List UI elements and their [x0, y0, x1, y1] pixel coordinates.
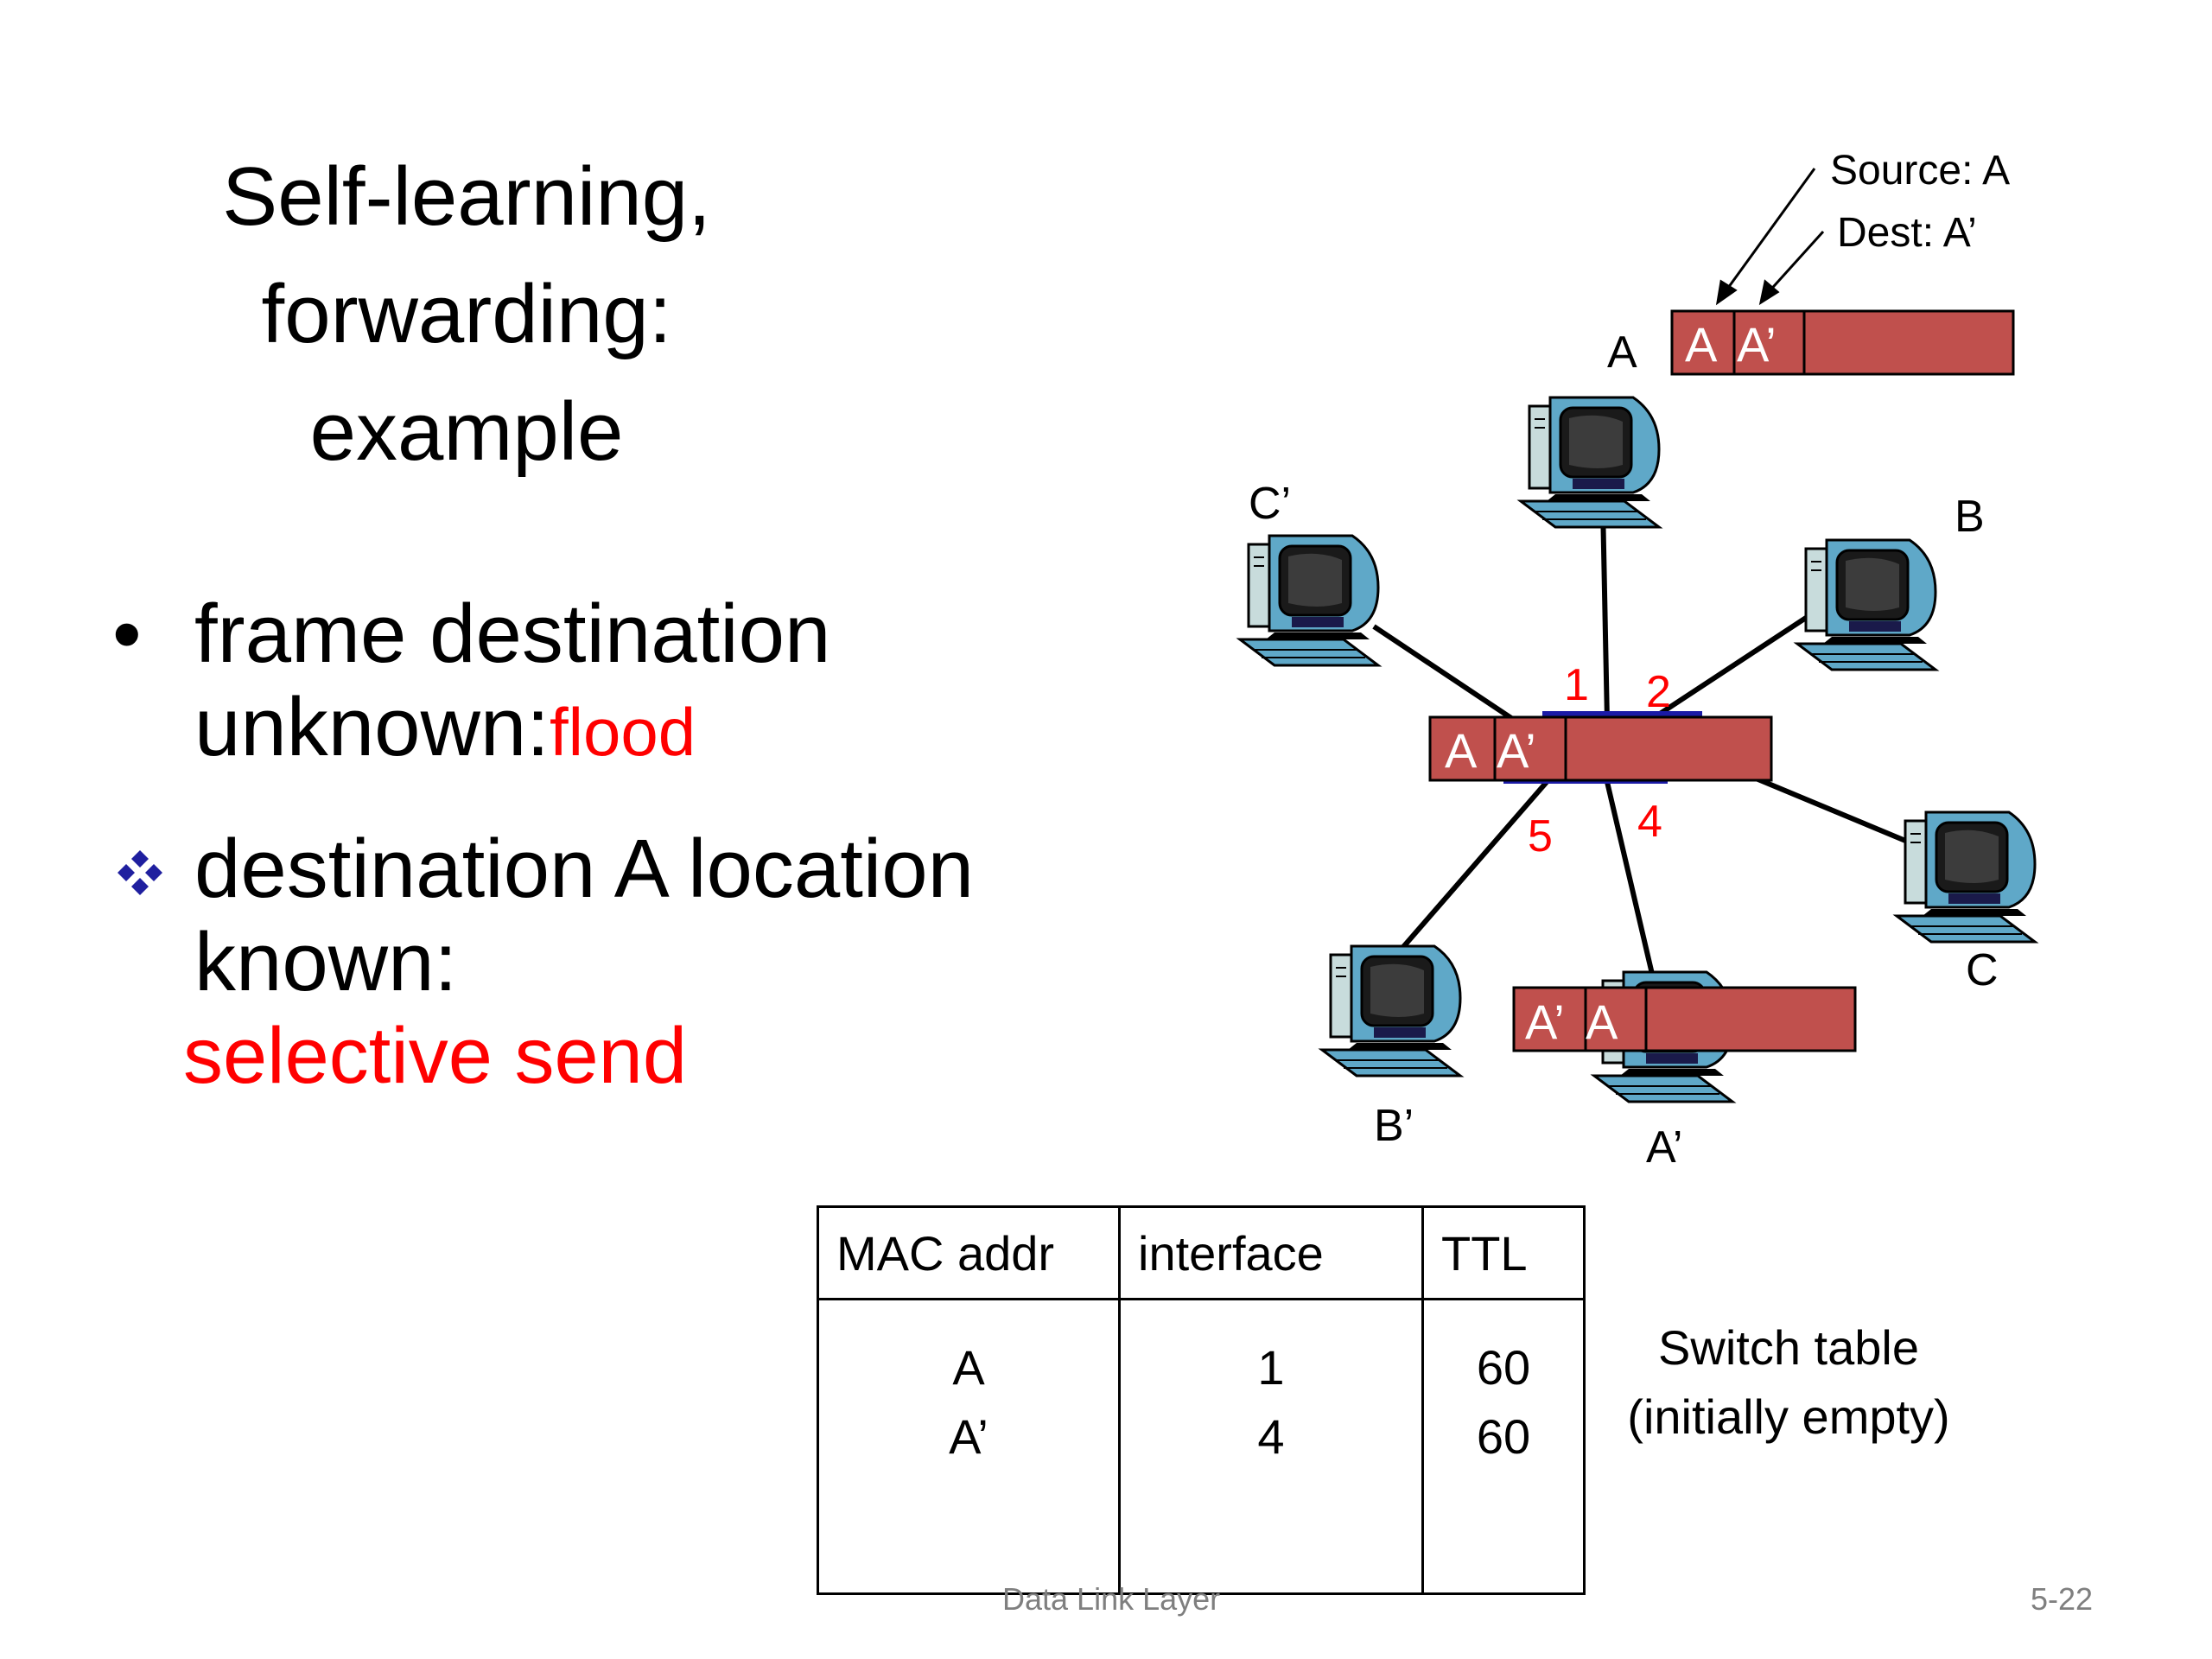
host-a-icon [1519, 396, 1661, 529]
table-body-row: A A’ 1 4 60 60 [817, 1298, 1586, 1595]
frame-2-source: A [1445, 723, 1478, 778]
switch-table: MAC addr interface TTL A A’ 1 4 60 60 [817, 1205, 1586, 1595]
link-c [1752, 775, 1911, 845]
host-b-prime-label: B’ [1374, 1101, 1414, 1151]
frame-2-dest: A’ [1497, 723, 1536, 778]
header-mac-addr: MAC addr [817, 1205, 1121, 1300]
title-line-1: Self-learning, [222, 150, 711, 243]
frame-3-source: A’ [1525, 995, 1565, 1049]
table-header-row: MAC addr interface TTL [817, 1205, 1586, 1300]
annotation-arrows [1715, 168, 1825, 306]
diamond-bullet-icon [118, 850, 162, 895]
host-a-label: A [1607, 327, 1637, 378]
frame-1-dest: A’ [1737, 317, 1777, 372]
row-1-interface: 1 [1257, 1340, 1285, 1395]
host-b-label: B [1955, 492, 1985, 542]
frame-reply-from-a-prime: A’ A [1512, 986, 1857, 1052]
host-c-prime-label: C’ [1249, 479, 1291, 529]
table-caption: Switch table (initially empty) [1581, 1313, 1996, 1452]
host-c-label: C [1966, 945, 1999, 995]
link-a [1600, 505, 1610, 722]
title-line-3: example [309, 385, 624, 478]
row-2-ttl: 60 [1476, 1409, 1531, 1464]
table-caption-line-2: (initially empty) [1627, 1389, 1950, 1444]
port-5-label: 5 [1528, 811, 1553, 861]
frame-at-switch: A A’ [1428, 715, 1773, 782]
bullet-2-line-1: destination A location [194, 823, 975, 915]
port-2-label: 2 [1646, 667, 1671, 717]
flood-highlight: flood [549, 694, 696, 770]
bullet-dot-icon: • [112, 588, 142, 680]
link-a-prime [1605, 781, 1657, 986]
host-b-icon [1796, 538, 1937, 671]
slide-number: 5-22 [2031, 1581, 2094, 1617]
selective-send-highlight: selective send [183, 1012, 687, 1100]
slide-title: Self-learning, forwarding: example [104, 138, 830, 491]
source-annotation: Source: A [1830, 148, 2010, 194]
dest-annotation: Dest: A’ [1837, 210, 1977, 256]
row-1-mac: A [952, 1340, 985, 1395]
row-2-interface: 4 [1257, 1409, 1285, 1464]
link-c-prime [1372, 624, 1518, 724]
link-b [1653, 615, 1808, 720]
host-a-prime-label: A’ [1646, 1122, 1682, 1173]
frame-outgoing-from-a: A A’ [1670, 309, 2015, 376]
frame-3-dest: A [1586, 995, 1618, 1049]
port-1-label: 1 [1564, 660, 1589, 710]
title-line-2: forwarding: [261, 268, 672, 360]
bullet-1-line-1: frame destination [194, 588, 831, 680]
footer-title: Data Link Layer [1002, 1581, 1221, 1617]
row-1-ttl: 60 [1476, 1340, 1531, 1395]
host-c-prime-icon [1238, 534, 1380, 667]
host-c-icon [1895, 810, 2037, 944]
port-4-label: 4 [1637, 797, 1662, 847]
host-b-prime-icon [1320, 944, 1462, 1077]
bullet-1-line-2: unknown: [194, 681, 550, 773]
frame-1-source: A [1685, 317, 1718, 372]
bullet-2-line-2: known: [194, 916, 458, 1008]
header-interface: interface [1118, 1205, 1424, 1300]
table-caption-line-1: Switch table [1658, 1320, 1919, 1375]
links [1371, 505, 1911, 986]
row-2-mac: A’ [949, 1409, 988, 1464]
header-ttl: TTL [1421, 1205, 1586, 1300]
